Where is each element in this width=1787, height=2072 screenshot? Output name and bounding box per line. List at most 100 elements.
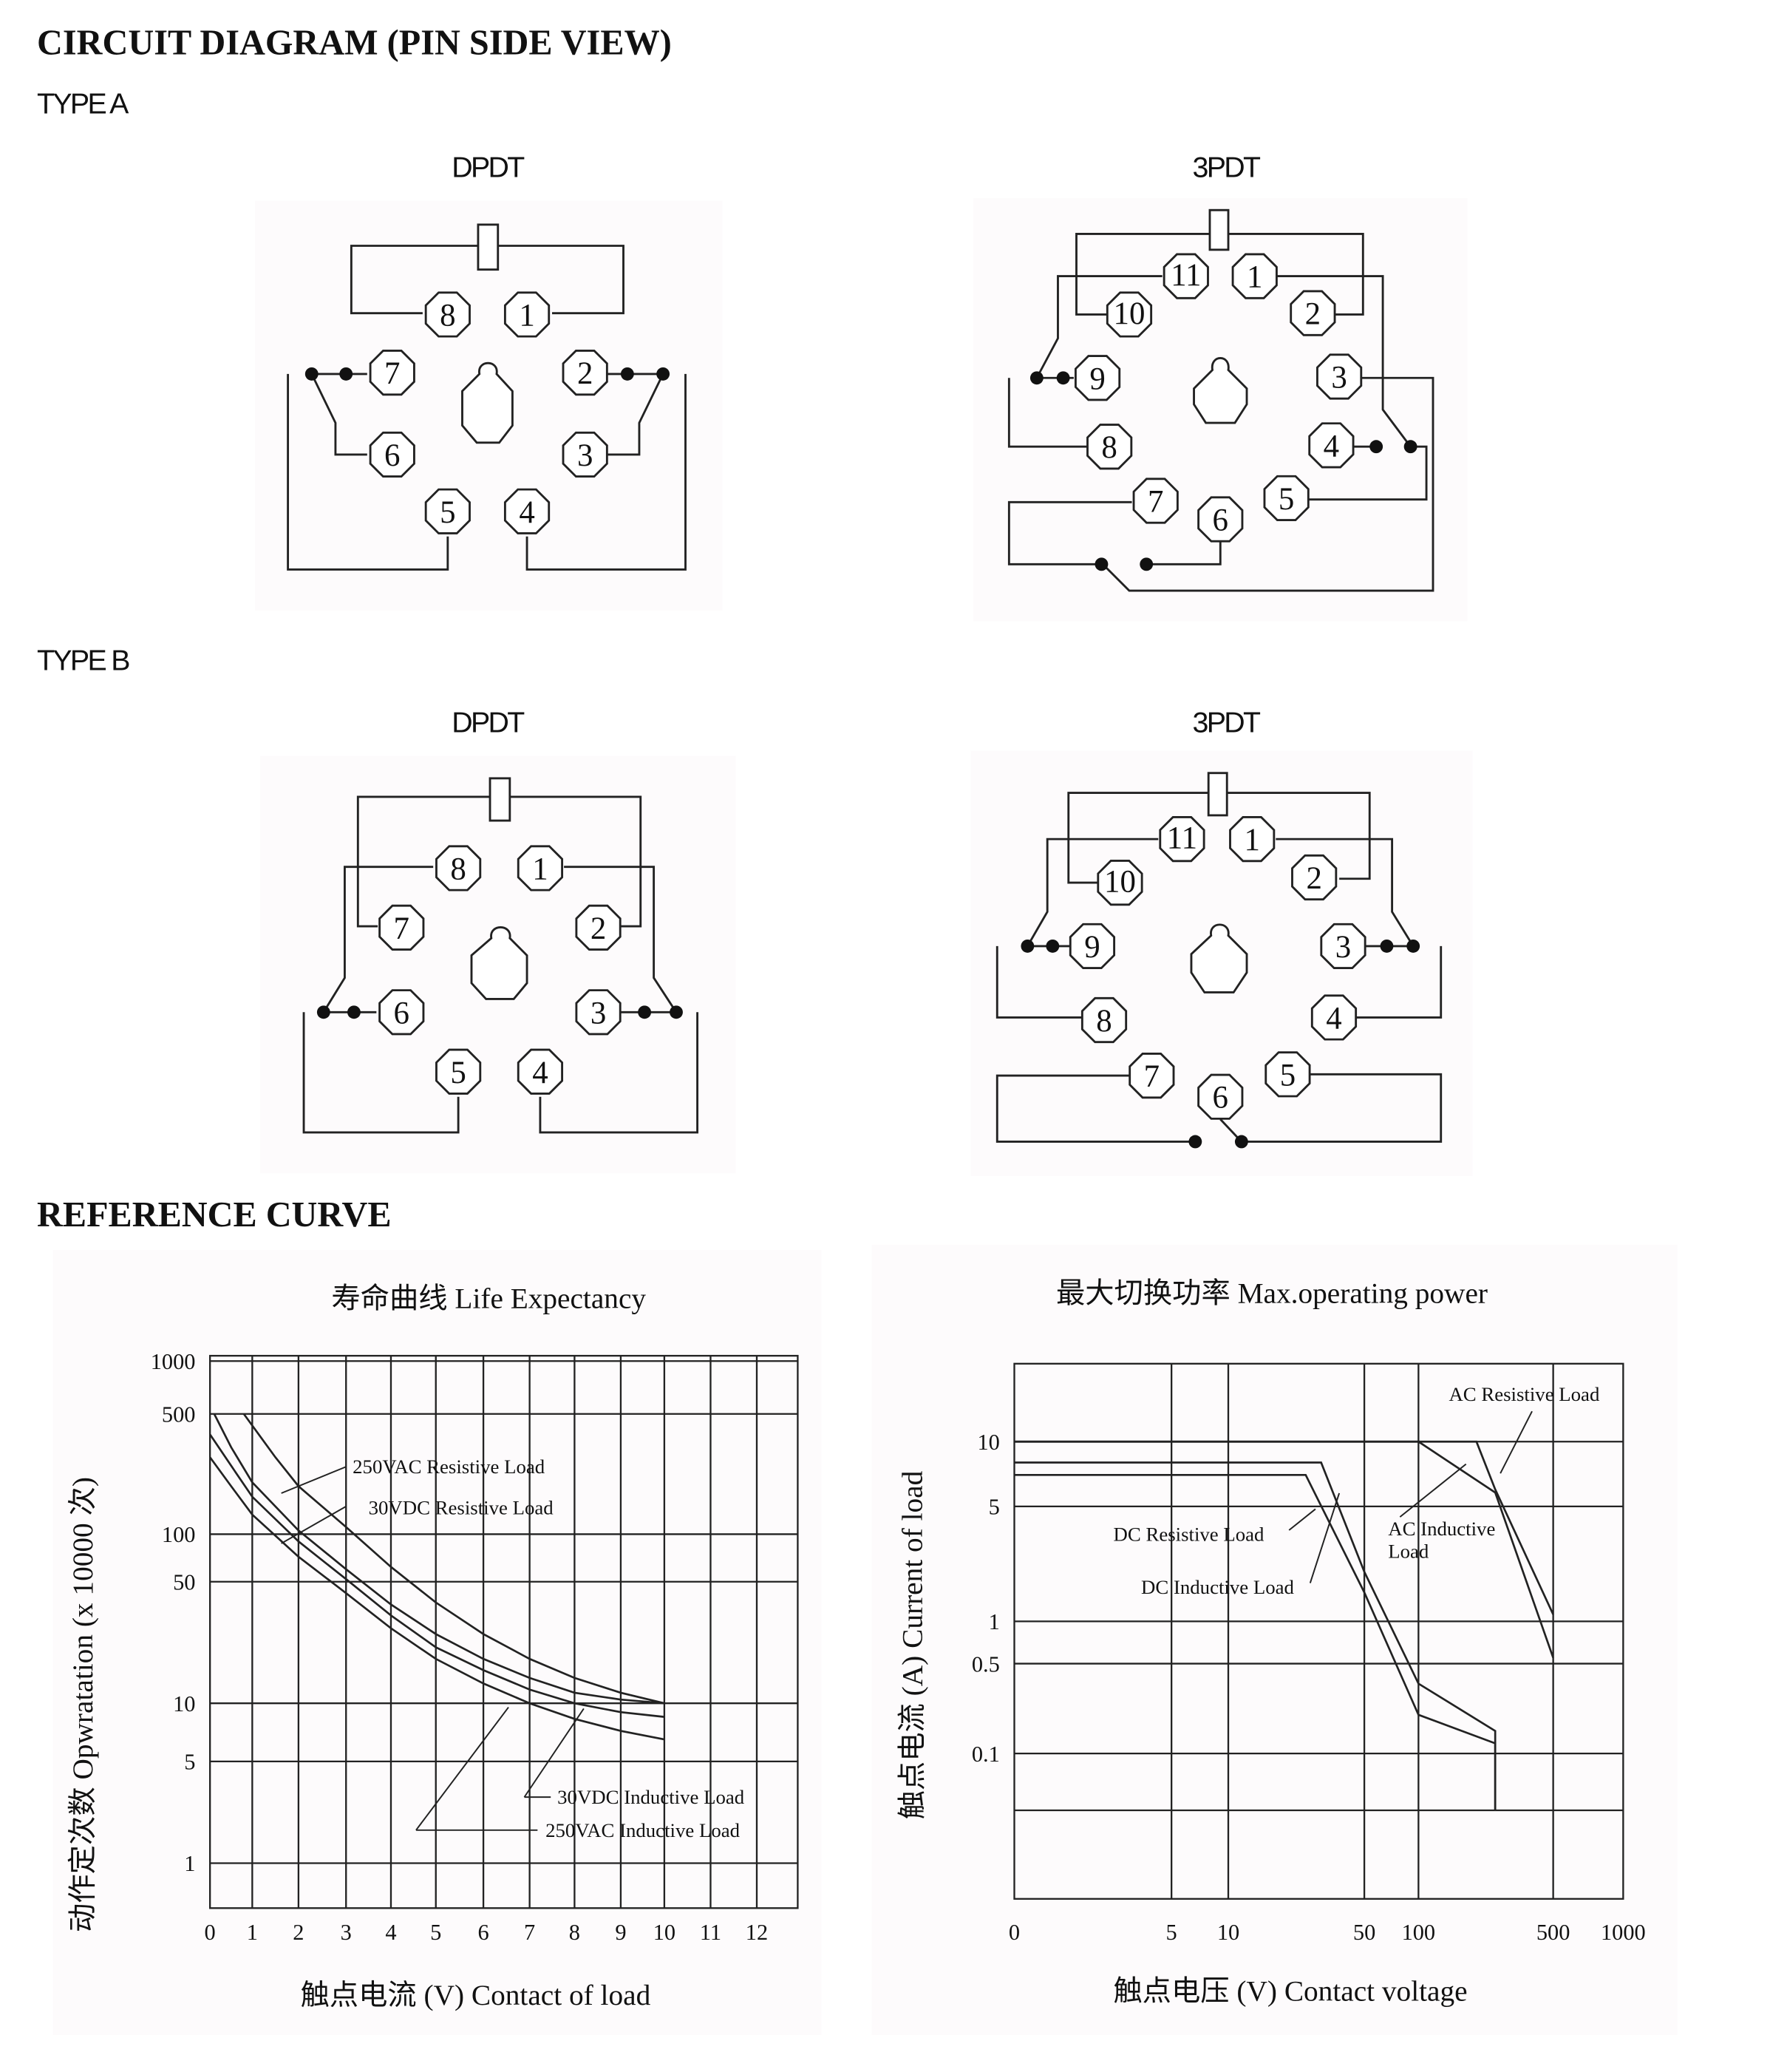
pin-label: 8 (450, 852, 466, 886)
pin-10: 10 (1106, 291, 1153, 338)
series-label-dc-resistive: DC Resistive Load (1114, 1523, 1265, 1545)
x-tick-label: 0 (205, 1920, 216, 1945)
series-label-dc-inductive: DC Inductive Load (1141, 1576, 1294, 1598)
pin-2: 2 (1291, 854, 1338, 901)
series-line-2 (209, 1433, 665, 1718)
pin-label: 5 (1279, 482, 1294, 517)
pin-8: 8 (424, 291, 471, 338)
pin-3: 3 (1316, 353, 1363, 400)
pin-label: 6 (1213, 503, 1228, 538)
pin-label: 9 (1089, 361, 1105, 396)
pin-7: 7 (369, 349, 415, 396)
pin-label: 8 (1101, 430, 1117, 465)
x-tick-label: 50 (1353, 1920, 1375, 1945)
pin-label: 11 (1171, 258, 1201, 293)
pin-8: 8 (1086, 424, 1133, 470)
x-tick-label: 10 (1217, 1920, 1239, 1945)
pin-1: 1 (517, 845, 564, 891)
pin-label: 8 (440, 298, 455, 333)
pin-label: 6 (384, 438, 400, 473)
y-tick-label: 1000 (151, 1349, 196, 1374)
x-tick-label: 1000 (1601, 1920, 1646, 1945)
pin-11: 11 (1163, 253, 1209, 299)
x-tick-label: 12 (746, 1920, 768, 1945)
x-tick-label: 7 (524, 1920, 535, 1945)
pin-7: 7 (1132, 478, 1179, 524)
pin-label: 10 (1114, 296, 1146, 331)
pin-11: 11 (1159, 816, 1205, 863)
x-tick-label: 4 (385, 1920, 396, 1945)
x-tick-label: 5 (430, 1920, 441, 1945)
pin-label: 7 (1148, 485, 1163, 520)
y-tick-label: 50 (173, 1569, 195, 1594)
pin-1: 1 (1229, 816, 1276, 863)
pin-10: 10 (1097, 860, 1143, 906)
reference-curve-heading: REFERENCE CURVE (37, 1194, 392, 1234)
pin-5: 5 (435, 1048, 482, 1095)
pin-label: 8 (1096, 1004, 1112, 1039)
x-tick-label: 2 (293, 1920, 304, 1945)
pin-label: 4 (1324, 429, 1339, 463)
x-tick-label: 500 (1536, 1920, 1570, 1945)
type-a-3pdt-title: 3PDT (1192, 150, 1261, 184)
pin-8: 8 (435, 845, 482, 891)
center-key-icon (470, 926, 528, 1000)
series-label-ac-resistive: AC Resistive Load (1449, 1383, 1600, 1405)
pin-6: 6 (378, 989, 425, 1036)
pin-1: 1 (1231, 253, 1278, 299)
pin-label: 1 (519, 298, 534, 333)
plot-frame (1013, 1362, 1624, 1900)
pin-4: 4 (503, 488, 551, 534)
y-tick-label: 0.1 (972, 1742, 1000, 1767)
pin-label: 2 (1306, 861, 1321, 896)
series-line-1 (213, 1413, 665, 1705)
series-label-30vdc-resistive: 30VDC Resistive Load (369, 1497, 554, 1519)
y-tick-label: 1 (989, 1609, 1000, 1634)
pin-3: 3 (1320, 923, 1366, 970)
pin-6: 6 (1197, 1073, 1244, 1120)
pin-label: 6 (394, 996, 409, 1030)
pin-label: 4 (532, 1056, 548, 1090)
series-line-0 (242, 1413, 665, 1705)
pin-label: 6 (1213, 1081, 1228, 1115)
series-label-250vac-resistive: 250VAC Resistive Load (353, 1456, 545, 1478)
type-b-3pdt-title: 3PDT (1192, 705, 1261, 739)
pin-label: 1 (1244, 823, 1259, 857)
x-axis-label: 触点电流 (V) Contact of load (300, 1979, 650, 2011)
pin-7: 7 (1129, 1053, 1175, 1099)
type-b-heading: TYPE B (37, 643, 130, 677)
pin-3: 3 (575, 989, 622, 1036)
chart-title: 最大切换功率 Max.operating power (1056, 1277, 1488, 1310)
x-tick-label: 1 (247, 1920, 258, 1945)
center-key-icon (1190, 923, 1248, 993)
type-a-heading: TYPE A (37, 86, 129, 120)
pin-3: 3 (562, 431, 608, 478)
series-line-3 (1014, 1473, 1497, 1811)
series-label-250vac-inductive: 250VAC Inductive Load (545, 1819, 741, 1841)
x-tick-label: 11 (700, 1920, 721, 1945)
x-tick-label: 5 (1166, 1920, 1177, 1945)
pin-4: 4 (517, 1048, 564, 1095)
series-line-1 (1014, 1440, 1554, 1659)
pin-9: 9 (1069, 923, 1116, 970)
x-axis-label: 触点电压 (V) Contact voltage (1113, 1974, 1467, 2007)
y-tick-label: 5 (184, 1750, 195, 1775)
pin-2: 2 (575, 904, 622, 951)
pin-6: 6 (369, 431, 415, 478)
x-tick-label: 6 (477, 1920, 489, 1945)
pin-label: 5 (450, 1056, 466, 1090)
pin-9: 9 (1074, 355, 1121, 401)
pin-2: 2 (562, 349, 608, 396)
pin-label: 1 (1247, 260, 1262, 295)
pin-1: 1 (503, 291, 551, 338)
type-a-dpdt-title: DPDT (452, 150, 525, 184)
y-tick-label: 0.5 (972, 1651, 1000, 1677)
pin-7: 7 (378, 904, 425, 951)
